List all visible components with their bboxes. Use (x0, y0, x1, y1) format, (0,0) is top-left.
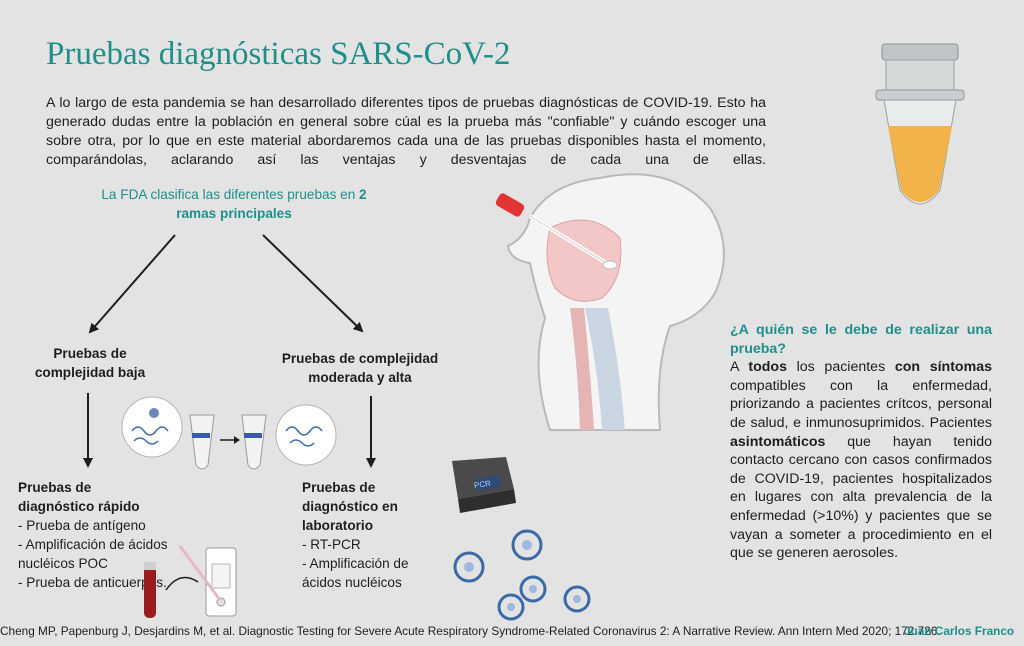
low-complexity-list: Pruebas de diagnóstico rápido - Prueba d… (18, 478, 168, 592)
who-text: los pacientes (786, 359, 895, 376)
who-text: A (730, 359, 749, 376)
author-credit: Juan Carlos Franco (904, 624, 1015, 638)
rna-extraction-illustration (121, 396, 337, 470)
arrow-right-branch (262, 234, 364, 333)
fda-classification: La FDA clasifica las diferentes pruebas … (84, 185, 384, 223)
fda-text: La FDA clasifica las diferentes pruebas … (101, 187, 360, 202)
sample-tube-illustration (875, 43, 965, 205)
coronavirus-icon (453, 551, 485, 583)
who-text: que hayan tenido contacto cercano con ca… (730, 433, 992, 562)
coronavirus-icon (519, 575, 547, 603)
intro-paragraph: A lo largo de esta pandemia se han desar… (46, 95, 766, 168)
page-title: Pruebas diagnósticas SARS-CoV-2 (46, 36, 511, 72)
list-item: - Prueba de anticuerpos. (18, 575, 167, 590)
high-complexity-title: Pruebas de complejidad moderada y alta (281, 351, 439, 385)
who-bold-all: todos (748, 359, 787, 376)
who-should-be-tested: ¿A quién se le debe de realizar una prue… (730, 321, 992, 563)
reference-citation: Cheng MP, Papenburg J, Desjardins M, et … (0, 624, 941, 638)
virus-icon (131, 408, 169, 445)
coronavirus-cluster-illustration (453, 529, 591, 621)
coronavirus-icon (511, 529, 543, 561)
who-bold-symptoms: con síntomas (894, 359, 992, 376)
list-item: - Amplificación de ácidos nucléicos POC (18, 537, 168, 571)
list-item: - Prueba de antígeno (18, 518, 146, 533)
rapid-tests-title: Pruebas de diagnóstico rápido (18, 480, 140, 514)
list-item: - Amplificación de ácidos nucléicos (302, 556, 409, 590)
who-bold-asymptomatic: asintomáticos (730, 433, 826, 450)
coronavirus-icon (497, 593, 525, 621)
swab-icon (495, 193, 618, 270)
nasopharyngeal-swab-illustration (495, 173, 725, 431)
rna-strand-icon (285, 426, 323, 447)
high-complexity-list: Pruebas de diagnóstico en laboratorio - … (302, 478, 427, 592)
low-complexity-title: Pruebas de complejidad baja (34, 346, 146, 380)
who-text: compatibles con la enfermedad, priorizan… (730, 377, 992, 431)
who-question: ¿A quién se le debe de realizar una prue… (730, 322, 992, 357)
arrow-left-branch (88, 234, 176, 334)
lab-tests-title: Pruebas de diagnóstico en laboratorio (302, 480, 398, 533)
fda-bold: 2 ramas principales (176, 187, 367, 221)
list-item: - RT-PCR (302, 537, 361, 552)
coronavirus-icon (563, 585, 591, 613)
pcr-machine-illustration (452, 457, 516, 513)
antibody-test-illustration (144, 545, 237, 618)
